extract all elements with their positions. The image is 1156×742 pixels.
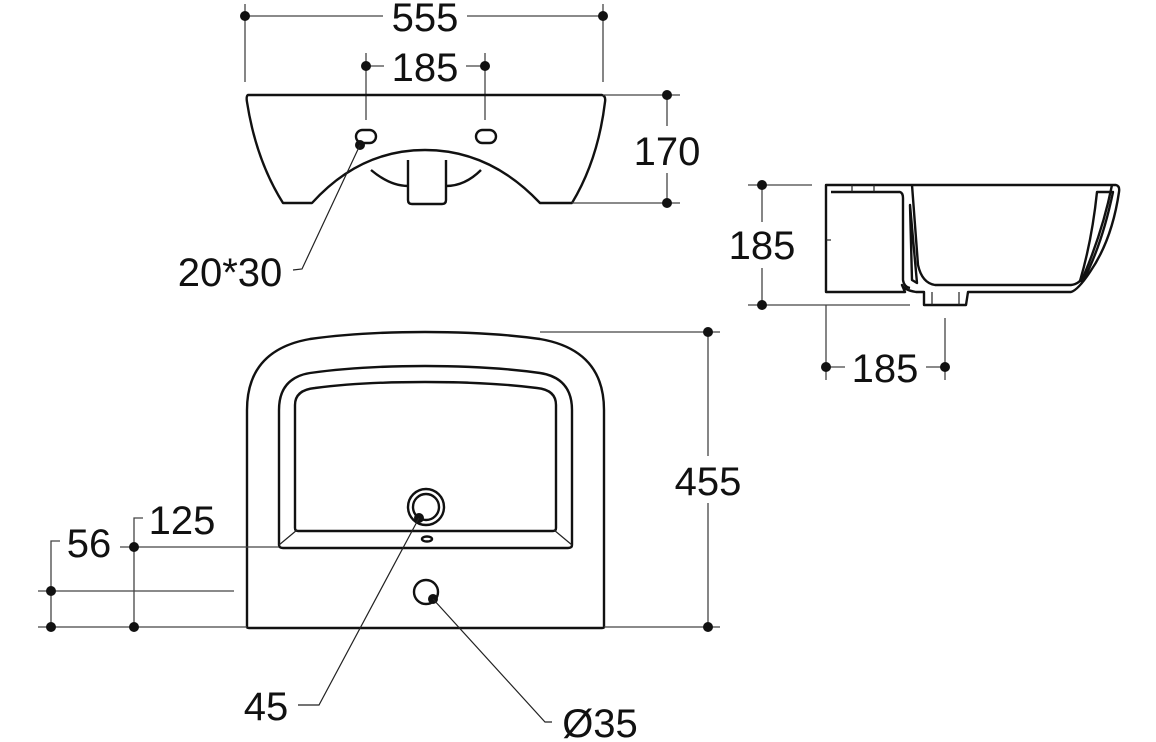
dim-overall-width: 555 [392, 0, 459, 40]
dim-tap-centres: 185 [392, 46, 459, 90]
dim-overflow-height: 125 [149, 499, 216, 543]
dim-waste-offset: 185 [852, 347, 919, 391]
dim-tap-hole: Ø35 [562, 702, 638, 742]
dim-fixing-slot: 20*30 [178, 251, 283, 295]
dim-top-height: 170 [634, 130, 701, 174]
top-view: 555 185 170 20*30 [178, 0, 701, 295]
dim-side-height: 185 [729, 224, 796, 268]
side-view: 185 185 [729, 180, 1121, 391]
dim-waste-height: 56 [67, 522, 112, 566]
dim-waste-hole: 45 [244, 685, 289, 729]
front-view: 455 125 56 45 Ø35 [38, 327, 741, 742]
dim-depth: 455 [675, 460, 742, 504]
